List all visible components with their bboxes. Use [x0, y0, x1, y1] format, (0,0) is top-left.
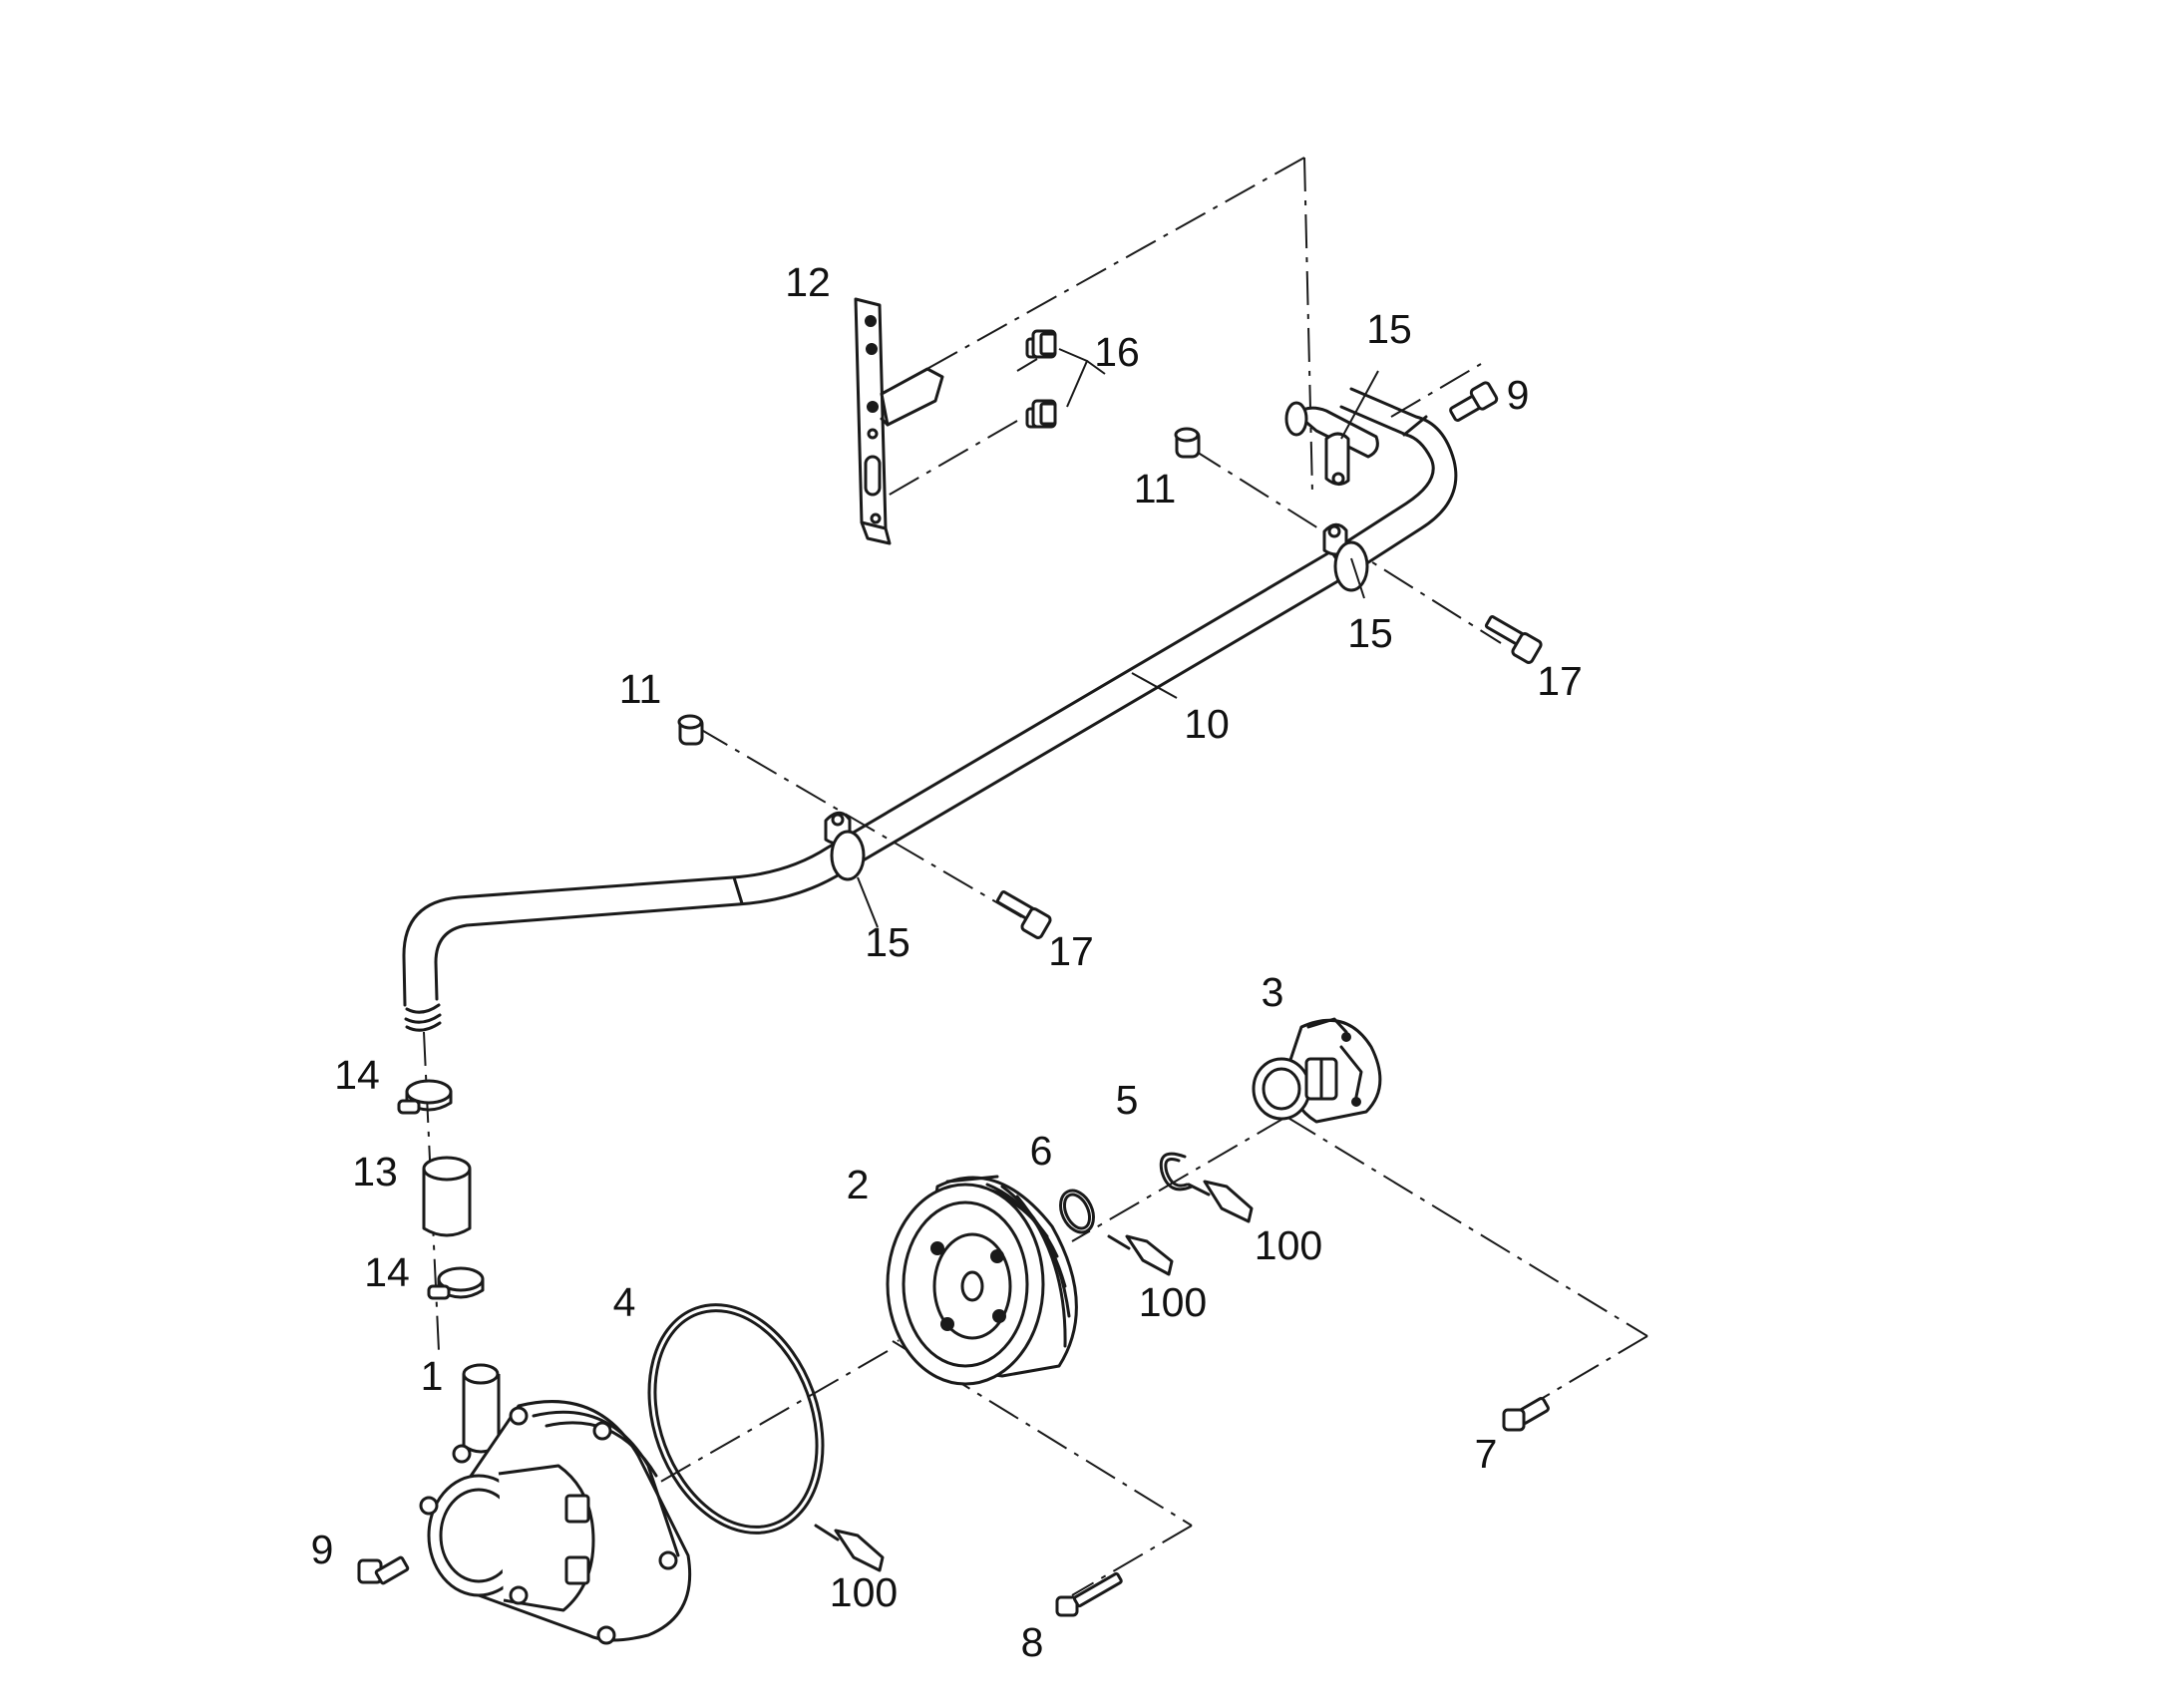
callout-15-top: 15 [1366, 306, 1412, 352]
flange-bolt-lower [1025, 399, 1057, 429]
callout-15-lower: 15 [865, 919, 910, 965]
spacer-upper [1174, 427, 1201, 459]
small-o-ring [1059, 1189, 1095, 1234]
callout-5: 5 [1116, 1077, 1139, 1123]
callout-2: 2 [847, 1162, 870, 1207]
hose-sleeve [422, 1156, 472, 1237]
callout-100-c: 100 [830, 1569, 898, 1615]
callout-4: 4 [613, 1279, 636, 1325]
callout-100-b: 100 [1139, 1279, 1207, 1325]
callout-3: 3 [1262, 969, 1284, 1015]
callout-100-a: 100 [1255, 1222, 1322, 1268]
callout-9-top: 9 [1507, 372, 1530, 418]
grease-marker-c [814, 1524, 885, 1572]
pump-housing [419, 1363, 692, 1645]
pipe-clamp-top [1324, 432, 1350, 486]
callout-11-top: 11 [1134, 466, 1177, 512]
callout-1: 1 [421, 1353, 444, 1399]
bracket-plate [854, 297, 944, 545]
hose-clamp-upper [397, 1079, 453, 1115]
grease-marker-a [1187, 1180, 1254, 1223]
snap-ring [1159, 1152, 1194, 1192]
callout-16: 16 [1094, 329, 1140, 375]
callout-6: 6 [1030, 1128, 1053, 1174]
hose-clamp-lower [427, 1266, 485, 1300]
callout-13: 13 [352, 1149, 398, 1195]
callout-15-upper: 15 [1347, 610, 1393, 656]
coolant-pipe [402, 387, 1458, 1032]
bolt-17-lower [995, 890, 1052, 939]
bolt-top [1449, 381, 1499, 422]
callout-leaders [857, 370, 1379, 928]
bolt-bottom [357, 1555, 410, 1585]
callout-17-bottom: 17 [1048, 928, 1094, 974]
large-o-ring [647, 1303, 825, 1535]
flange-bolt-upper [1025, 329, 1057, 359]
pipe-clamp-upper [1322, 522, 1369, 592]
seal-assembly [1252, 1017, 1382, 1124]
assembly-lines [423, 157, 1648, 1596]
flange-bolts [1025, 329, 1106, 429]
pipe-clamp-lower [824, 811, 866, 881]
callout-7: 7 [1475, 1431, 1498, 1477]
bolt-17-upper [1484, 615, 1543, 664]
callout-17-top: 17 [1537, 658, 1583, 704]
callout-11-mid: 11 [619, 666, 662, 712]
callout-8: 8 [1021, 1619, 1044, 1665]
bolt-7 [1502, 1397, 1550, 1432]
bolt-8 [1055, 1571, 1123, 1617]
callout-10: 10 [1184, 701, 1230, 747]
callout-12: 12 [785, 259, 831, 305]
callout-14-bottom: 14 [364, 1249, 410, 1295]
callout-14-top: 14 [334, 1052, 380, 1098]
callout-9-bottom: 9 [311, 1527, 334, 1572]
grease-marker-b [1107, 1234, 1174, 1276]
spacer-lower [677, 714, 704, 746]
callout-labels: 12 16 15 9 11 15 17 10 11 15 17 3 14 5 1… [311, 259, 1583, 1665]
impeller-pulley [886, 1175, 1078, 1386]
